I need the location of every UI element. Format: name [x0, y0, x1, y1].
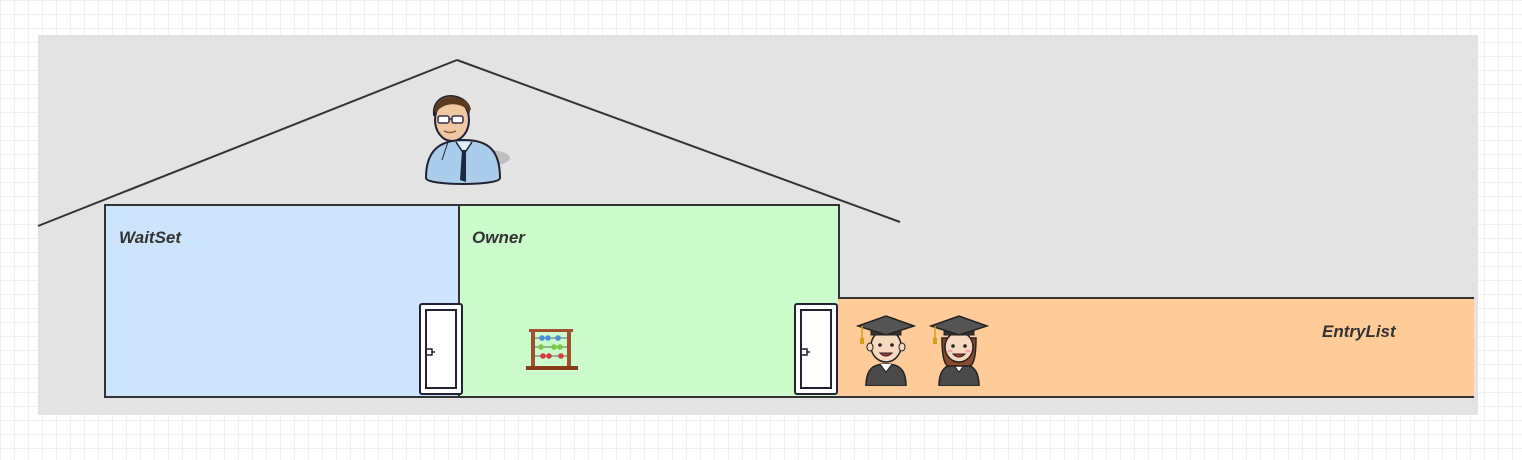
owner-region: Owner	[458, 204, 840, 398]
teacher-icon	[424, 95, 510, 185]
door-icon	[419, 303, 463, 395]
door-icon	[794, 303, 838, 395]
waitset-label: WaitSet	[119, 228, 182, 247]
graduate-boy-icon	[856, 315, 916, 386]
owner-label: Owner	[472, 228, 525, 247]
waitset-region: WaitSet	[104, 204, 460, 398]
entrylist-label: EntryList	[1322, 322, 1396, 341]
graduate-girl-icon	[929, 315, 989, 386]
abacus-icon	[526, 329, 578, 370]
